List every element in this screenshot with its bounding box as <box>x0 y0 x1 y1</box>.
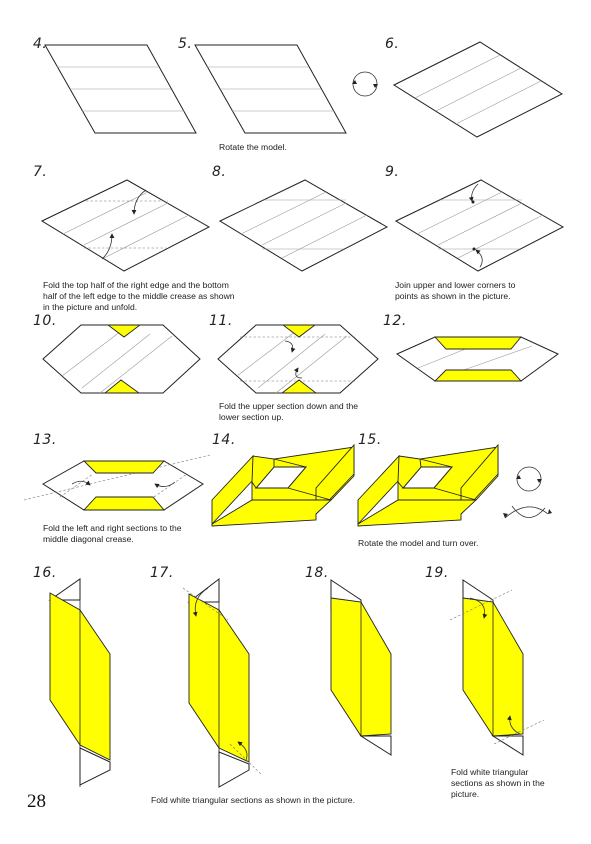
caption-rotate: Rotate the model. <box>219 142 287 152</box>
rotate-icon-2 <box>516 466 542 492</box>
step-4-diagram <box>44 44 197 134</box>
step-number-13: 13. <box>33 432 57 448</box>
step-number-19: 19. <box>425 565 449 581</box>
caption-step-15: Rotate the model and turn over. <box>358 538 479 548</box>
step-14-diagram <box>211 443 355 527</box>
step-10-diagram <box>42 324 201 394</box>
step-19-diagram <box>449 579 545 756</box>
step-17-diagram <box>182 577 263 788</box>
rotate-icon <box>352 71 378 97</box>
step-13-diagram <box>23 454 211 511</box>
step-number-6: 6. <box>385 36 400 52</box>
step-15-diagram <box>357 443 499 527</box>
page-number: 28 <box>27 791 46 812</box>
step-number-4: 4. <box>33 36 48 52</box>
step-18-diagram <box>330 579 392 756</box>
step-11-diagram <box>217 324 379 394</box>
step-7-diagram <box>40 179 211 272</box>
caption-step-13: Fold the left and right sections to the … <box>43 523 182 544</box>
step-number-17: 17. <box>150 565 174 581</box>
step-9-diagram <box>394 179 565 272</box>
step-number-14: 14. <box>212 432 236 448</box>
step-number-5: 5. <box>178 36 193 52</box>
turn-over-icon <box>503 505 552 519</box>
step-12-diagram <box>395 336 559 382</box>
caption-step-19: Fold white triangular sections as shown … <box>451 767 545 799</box>
step-8-diagram <box>218 179 389 272</box>
step-number-11: 11. <box>209 313 233 329</box>
caption-step-9: Join upper and lower corners to points a… <box>395 280 516 301</box>
caption-step-16-18: Fold white triangular sections as shown … <box>151 795 355 805</box>
step-6-diagram <box>392 41 564 138</box>
step-number-8: 8. <box>212 164 227 180</box>
step-5-diagram <box>194 44 347 134</box>
step-number-16: 16. <box>33 565 57 581</box>
step-16-diagram <box>48 578 111 787</box>
step-number-18: 18. <box>305 565 329 581</box>
step-number-12: 12. <box>383 313 407 329</box>
step-number-9: 9. <box>385 164 400 180</box>
caption-step-7: Fold the top half of the right edge and … <box>43 280 235 312</box>
step-number-7: 7. <box>33 164 48 180</box>
step-number-15: 15. <box>358 432 382 448</box>
step-number-10: 10. <box>33 313 57 329</box>
caption-step-11: Fold the upper section down and the lowe… <box>219 401 359 422</box>
